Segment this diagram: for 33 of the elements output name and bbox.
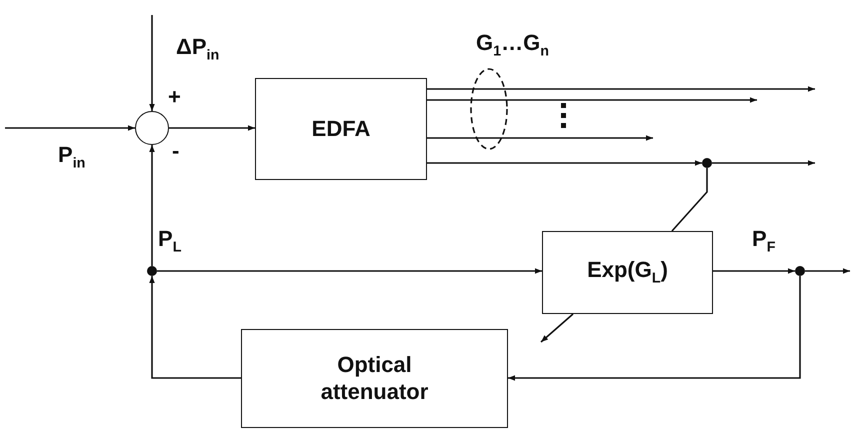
arrow (157, 268, 542, 274)
arrow (427, 86, 815, 92)
arrow (712, 160, 815, 166)
summing-junction (135, 111, 169, 145)
arrow (5, 125, 135, 131)
arrow (149, 145, 155, 266)
signal-label: P$_{in}$ (58, 142, 86, 172)
signal-label: G$_{1}$…G$_{n}$ (476, 30, 549, 60)
arrow (427, 160, 702, 166)
connector-line (671, 168, 708, 232)
arrow (427, 97, 757, 103)
sign-label: - (172, 138, 180, 164)
arrow (169, 125, 255, 131)
gain-block (542, 231, 713, 314)
arrow (149, 15, 155, 111)
arrow (149, 276, 241, 379)
arrow (508, 276, 801, 381)
attenuator-block (241, 329, 508, 428)
arrow (713, 268, 795, 274)
arrow (540, 313, 574, 343)
sign-label: + (168, 84, 181, 110)
amplifier-block (255, 78, 427, 180)
junction-dot (702, 158, 712, 168)
arrow (427, 135, 653, 141)
signal-label: P$_{L}$ (158, 226, 182, 256)
signal-label: P$_{F}$ (752, 226, 776, 256)
block-label: Exp(G$_{L}$) (587, 257, 668, 288)
junction-dot (147, 266, 157, 276)
block-label: Optical attenuator (320, 352, 430, 405)
block-label: EDFA (312, 116, 370, 142)
arrow (805, 268, 850, 274)
signal-label: ΔP$_{in}$ (176, 34, 220, 64)
junction-dot (795, 266, 805, 276)
